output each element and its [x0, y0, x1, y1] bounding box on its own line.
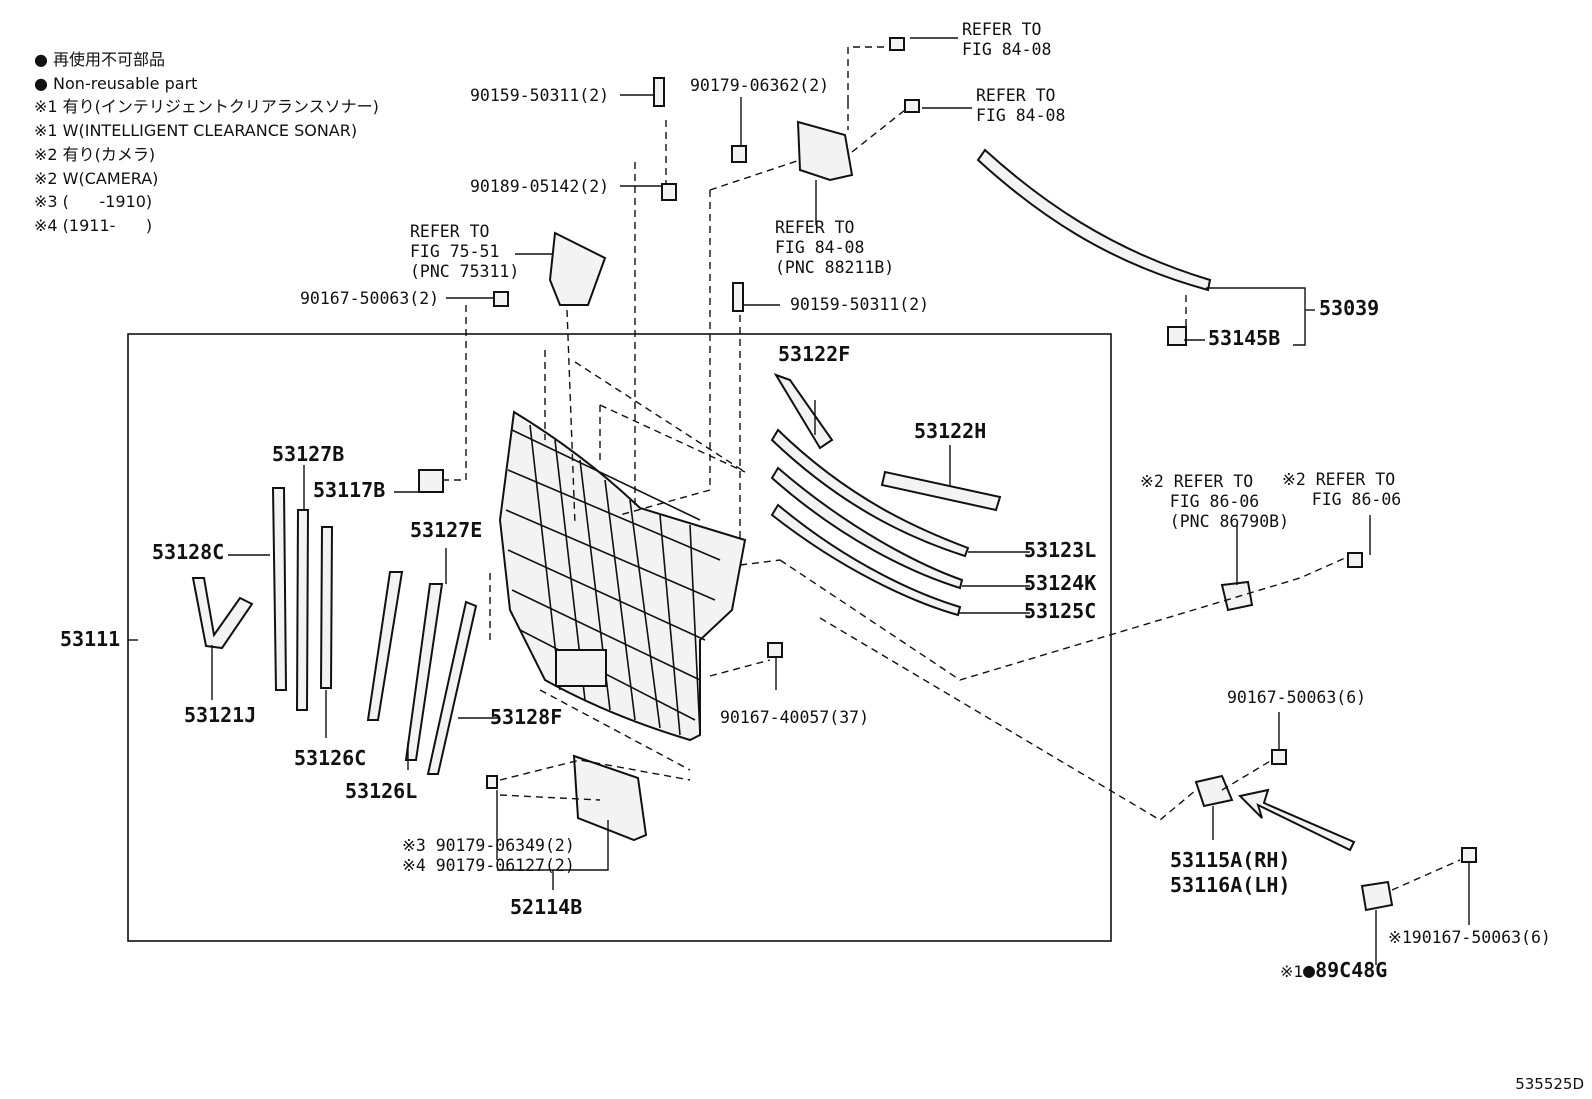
- label-refer-fig-84-08-a: REFER TO FIG 84-08: [962, 20, 1052, 59]
- nut-190167-50063: [1461, 847, 1477, 863]
- label-53145B: 53145B: [1208, 326, 1281, 350]
- label-90167-50063-6: 90167-50063(6): [1227, 688, 1367, 707]
- nut-camera: [1347, 552, 1363, 568]
- label-53039: 53039: [1319, 296, 1380, 320]
- insert-53123L: [770, 428, 970, 558]
- moulding-53127B: [295, 509, 310, 711]
- label-refer-fig-86-06-b: ※2 REFER TO FIG 86-06: [1282, 470, 1402, 509]
- label-53125C: 53125C: [1024, 599, 1097, 623]
- label-90159-50311-mid: 90159-50311(2): [790, 295, 930, 314]
- legend-line-3: ※1 有り(インテリジェントクリアランスソナー): [34, 97, 379, 117]
- legend-line-4: ※1 W(INTELLIGENT CLEARANCE SONAR): [34, 121, 358, 141]
- bolt-90159-top: [653, 77, 665, 107]
- label-53117B: 53117B: [313, 478, 386, 502]
- screw-fig8408-b: [904, 99, 920, 113]
- moulding-53121J: [191, 577, 254, 650]
- label-53127B: 53127B: [272, 442, 345, 466]
- sonar-89C48G: [1360, 880, 1394, 912]
- retainer-90179-06349: [486, 775, 498, 789]
- direction-arrow: [1237, 788, 1356, 852]
- legend-line-6: ※2 W(CAMERA): [34, 168, 159, 188]
- camera-part: [1220, 580, 1254, 612]
- label-53126L: 53126L: [345, 779, 418, 803]
- label-90159-50311-top: 90159-50311(2): [470, 86, 610, 105]
- nut-90167-40057: [767, 642, 783, 658]
- insert-53122F: [773, 373, 834, 450]
- legend: ● 再使用不可部品 ● Non-reusable part ※1 有り(インテリ…: [34, 48, 379, 238]
- radiator-grille-part: [498, 410, 747, 742]
- insert-53122H: [880, 470, 1002, 512]
- label-90179-06349: ※3 90179-06349(2): [402, 836, 575, 855]
- label-refer-fig-84-08-b: REFER TO FIG 84-08: [976, 86, 1066, 125]
- label-90167-40057: 90167-40057(37): [720, 708, 870, 727]
- bracket-53115A: [1194, 774, 1234, 808]
- legend-line-1: ● 再使用不可部品: [34, 50, 166, 69]
- label-90189-05142: 90189-05142(2): [470, 177, 610, 196]
- label-53123L: 53123L: [1024, 538, 1097, 562]
- moulding-53128F: [426, 600, 478, 775]
- label-refer-fig-86-06-a: ※2 REFER TO FIG 86-06 (PNC 86790B): [1140, 472, 1290, 531]
- label-52114B: 52114B: [510, 895, 583, 919]
- illustration-id: 535525D: [1515, 1075, 1584, 1093]
- label-53122H: 53122H: [914, 419, 987, 443]
- clip-90179-06362: [731, 145, 747, 163]
- label-53126C: 53126C: [294, 746, 367, 770]
- label-53115A-53116A: 53115A(RH) 53116A(LH): [1170, 848, 1291, 897]
- cruise-sensor-part: [796, 120, 854, 182]
- label-refer-fig-84-08-c: REFER TO FIG 84-08 (PNC 88211B): [775, 218, 895, 277]
- clip-53117B: [418, 469, 444, 493]
- legend-line-8: ※4 (1911- ): [34, 215, 153, 235]
- insert-53124K: [770, 466, 964, 590]
- clip-90189: [661, 183, 677, 201]
- label-53128F: 53128F: [490, 705, 563, 729]
- legend-line-5: ※2 有り(カメラ): [34, 144, 156, 164]
- label-53124K: 53124K: [1024, 571, 1097, 595]
- label-53122F: 53122F: [778, 342, 851, 366]
- nut-90167-50063-6: [1271, 749, 1287, 765]
- moulding-53126C: [319, 526, 334, 689]
- label-53128C: 53128C: [152, 540, 225, 564]
- moulding-53128C: [271, 487, 288, 691]
- clip-53145B: [1167, 326, 1187, 346]
- nut-90167-50063-2: [493, 291, 509, 307]
- label-89C48G: ※1●89C48G: [1280, 958, 1388, 982]
- label-53127E: 53127E: [410, 518, 483, 542]
- moulding-53127E: [366, 571, 404, 721]
- moulding-53126L: [404, 583, 444, 761]
- assembly-frame-box: [127, 333, 1112, 942]
- screw-fig8408-a: [889, 37, 905, 51]
- legend-line-2: ● Non-reusable part: [34, 73, 198, 93]
- label-90179-06362: 90179-06362(2): [690, 76, 830, 95]
- label-refer-fig-75-51: REFER TO FIG 75-51 (PNC 75311): [410, 222, 520, 281]
- plate-52114B: [572, 754, 648, 842]
- insert-53125C: [770, 503, 962, 617]
- label-190167-50063: ※190167-50063(6): [1388, 928, 1551, 947]
- legend-line-7: ※3 ( -1910): [34, 192, 153, 212]
- label-90167-50063-2: 90167-50063(2): [300, 289, 440, 308]
- molding-53039: [976, 148, 1212, 292]
- label-53111: 53111: [60, 627, 121, 651]
- label-90179-06127: ※4 90179-06127(2): [402, 856, 575, 875]
- emblem-part: [548, 231, 607, 306]
- bolt-90159-mid: [732, 282, 744, 312]
- label-53121J: 53121J: [184, 703, 257, 727]
